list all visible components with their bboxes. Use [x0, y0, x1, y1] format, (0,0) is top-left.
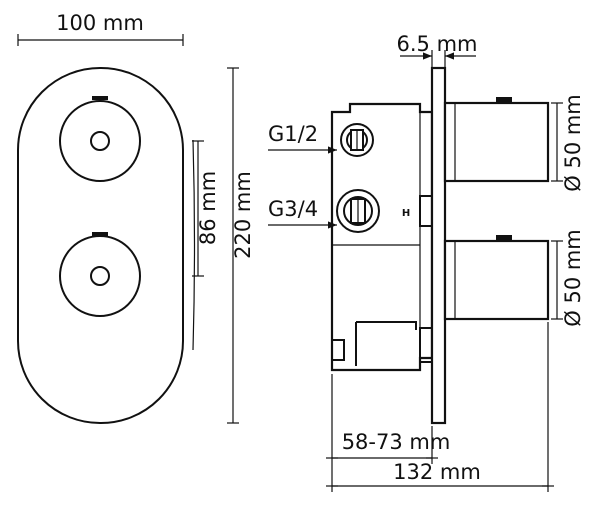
cartridge-clip	[331, 339, 345, 361]
inlet-large-label: G3/4	[268, 197, 318, 221]
plate-thickness-label: 6.5 mm	[397, 32, 478, 56]
top-knob-diameter-label: Ø 50 mm	[561, 94, 585, 192]
knob-spacing-label: 86 mm	[196, 171, 220, 245]
knob-indicator-mark	[92, 232, 108, 236]
side-view: 6.5 mm H G1/2 G3/4	[268, 32, 585, 492]
top-knob-side	[443, 97, 550, 183]
knob-indicator-mark	[92, 96, 108, 100]
hot-mark-label: H	[402, 208, 410, 219]
bottom-knob-diameter-label: Ø 50 mm	[561, 229, 585, 327]
faceplate-side	[430, 66, 447, 425]
depth-range-label: 58-73 mm	[342, 430, 451, 454]
faceplate-edge-highlight	[192, 139, 196, 351]
bottom-knob-side	[443, 235, 550, 321]
faceplate-outline	[17, 67, 184, 424]
plate-width-label: 100 mm	[56, 11, 144, 35]
total-depth-label: 132 mm	[393, 460, 481, 484]
inlet-small-label: G1/2	[268, 122, 318, 146]
inlet-small	[340, 123, 374, 157]
front-view: 100 mm 86 mm 220 mm	[17, 11, 255, 424]
plate-height-label: 220 mm	[231, 171, 255, 259]
bottom-knob	[59, 232, 141, 317]
inlet-large	[336, 189, 380, 233]
cartridge-detail	[355, 321, 417, 366]
top-knob	[59, 96, 141, 182]
